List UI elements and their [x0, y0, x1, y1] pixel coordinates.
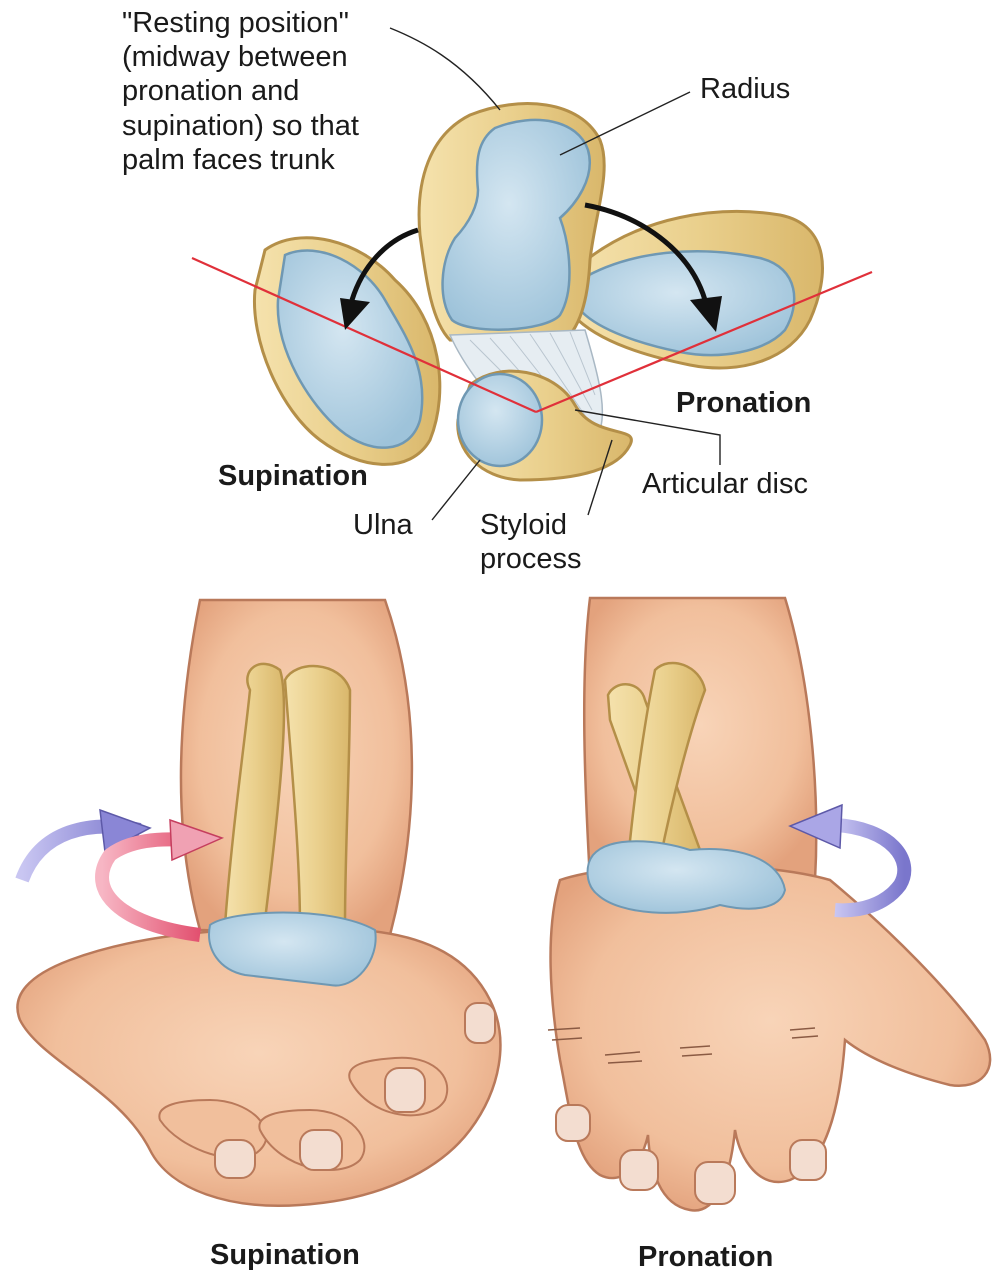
- articular-disc-label: Articular disc: [642, 467, 808, 501]
- radius-label: Radius: [700, 72, 790, 106]
- supination-hand: [17, 600, 500, 1206]
- resting-position-label: "Resting position" (midway between prona…: [122, 6, 359, 177]
- pronation-top-label: Pronation: [676, 386, 811, 420]
- pronation-hand: [548, 598, 990, 1210]
- styloid-process-label: Styloid process: [480, 508, 582, 576]
- supination-bottom-label: Supination: [210, 1238, 360, 1272]
- supination-section: [254, 238, 439, 465]
- supination-top-label: Supination: [218, 459, 368, 493]
- pronation-bottom-label: Pronation: [638, 1240, 773, 1274]
- ulna-label: Ulna: [353, 508, 413, 542]
- radius-section: [419, 104, 604, 345]
